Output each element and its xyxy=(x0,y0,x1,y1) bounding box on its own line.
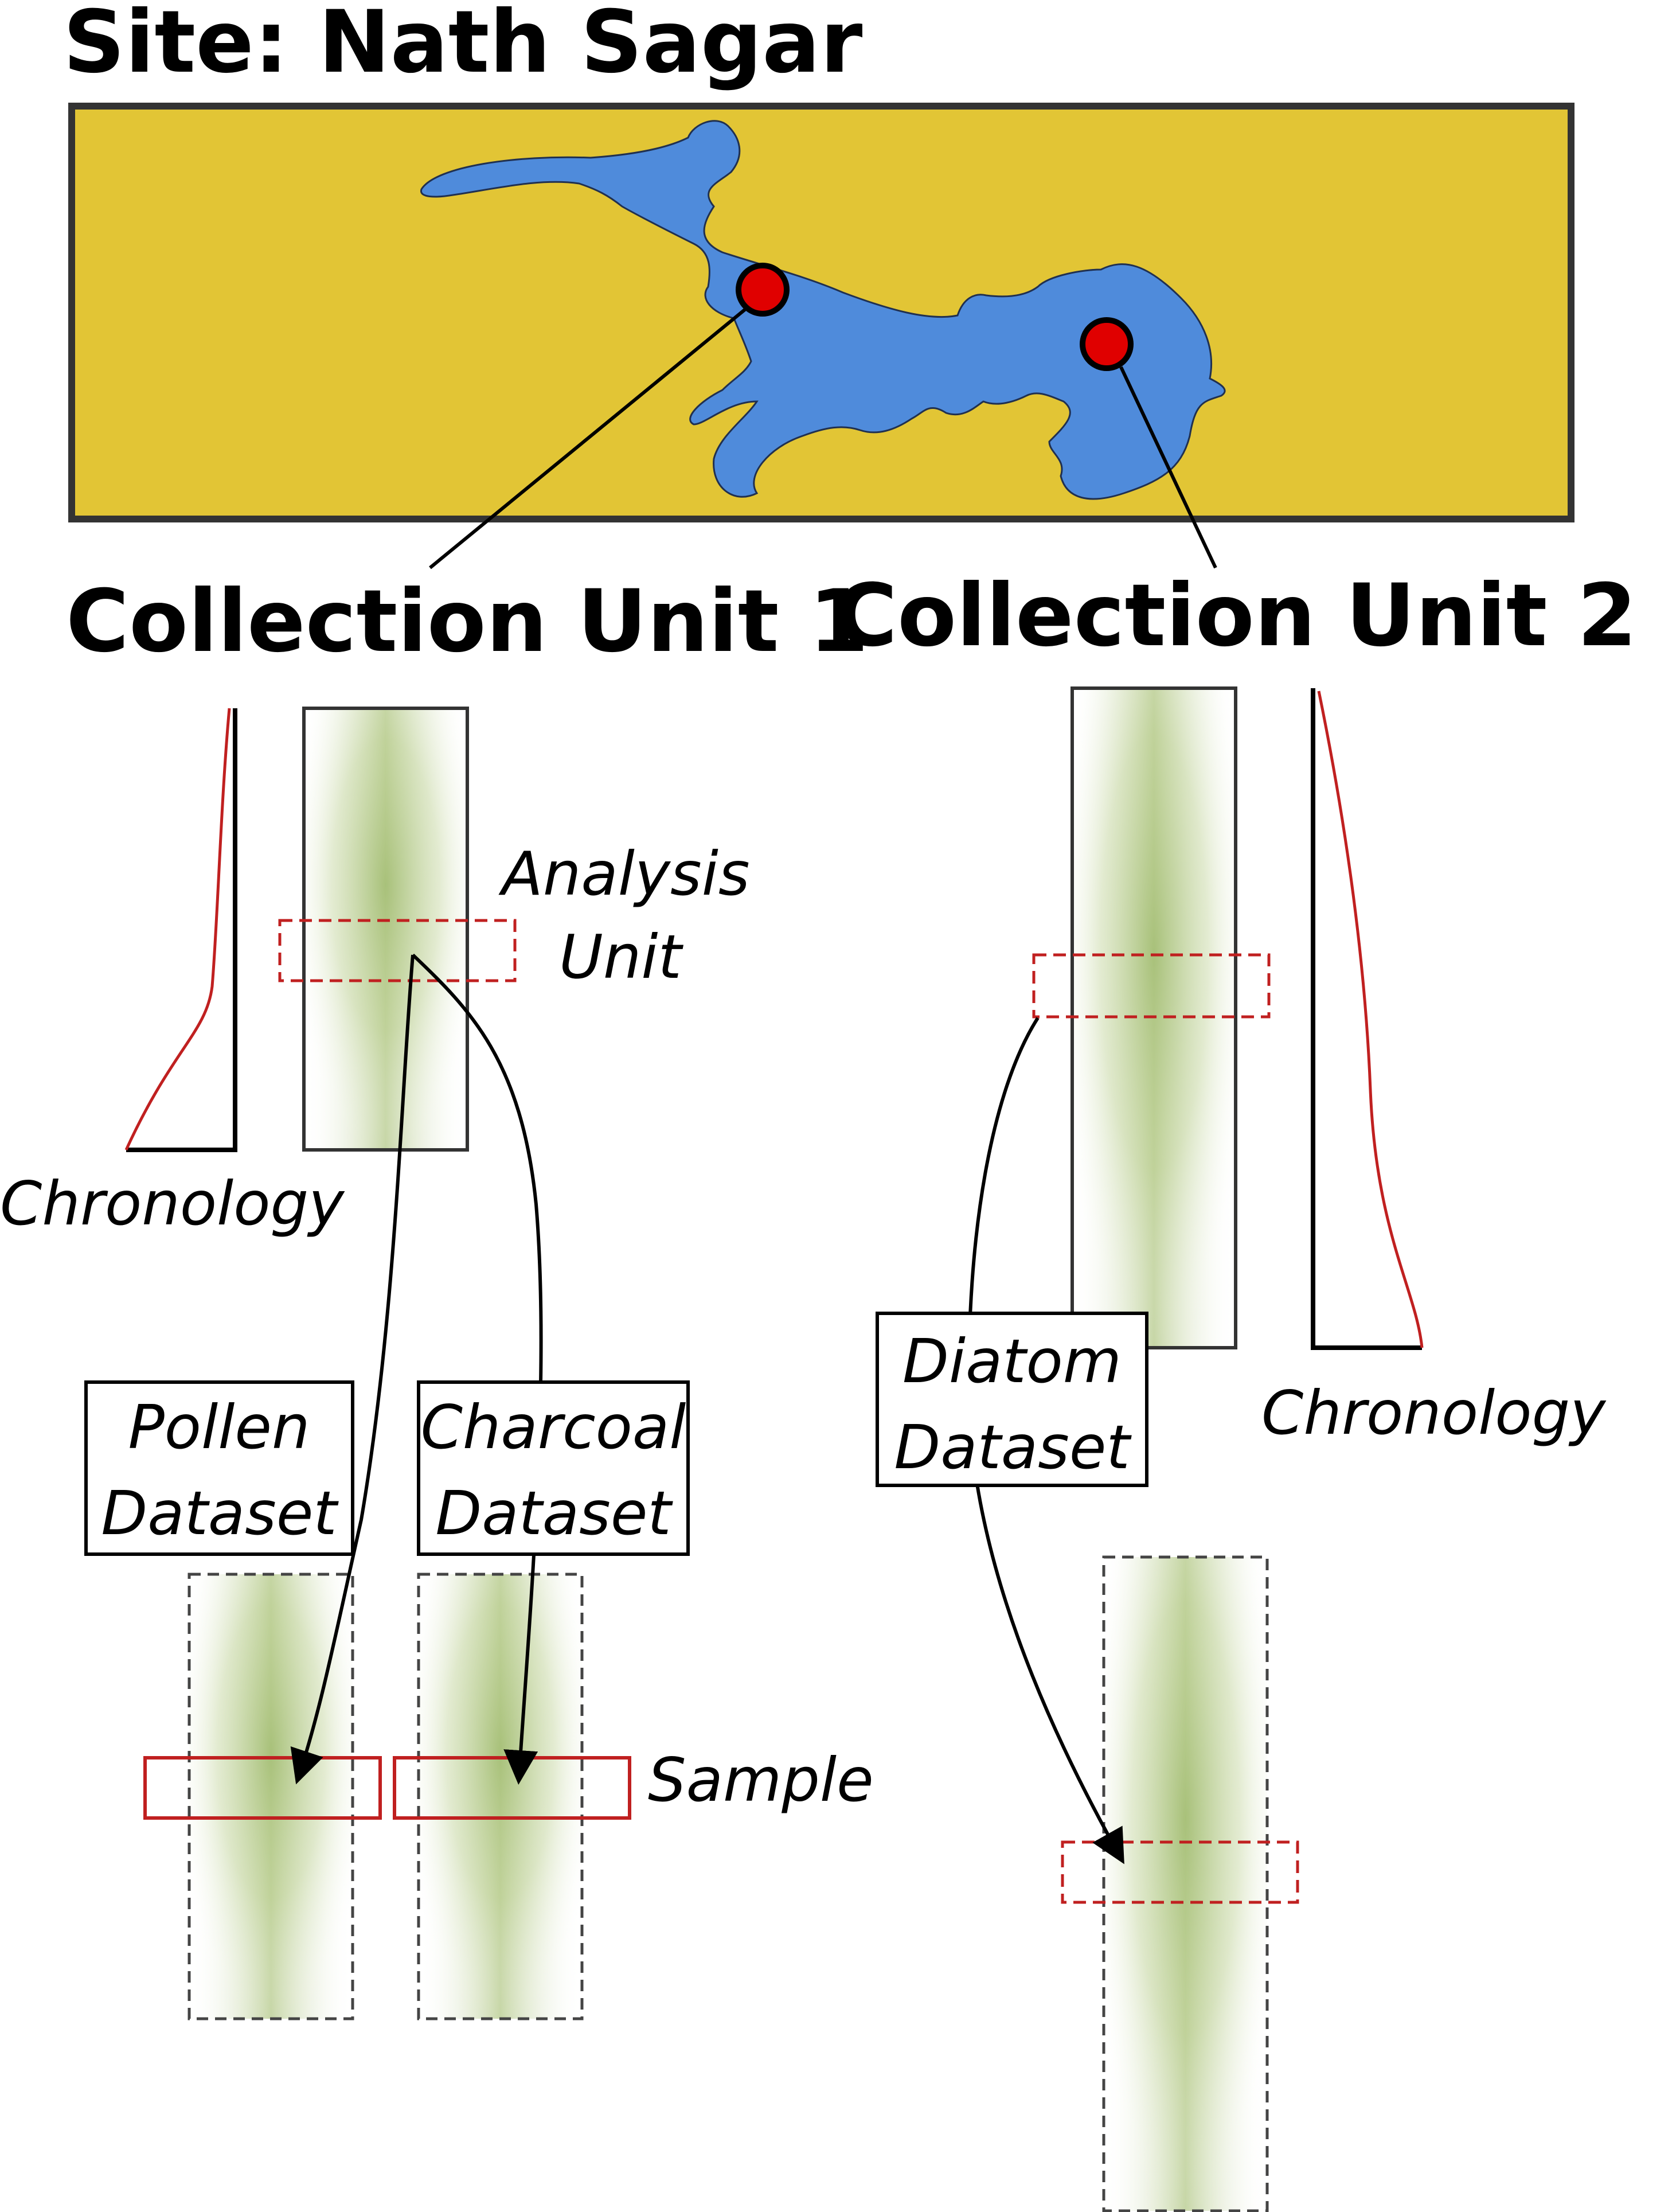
collection-unit-1-label: Collection Unit 1 xyxy=(66,572,869,672)
collection-unit-2-label: Collection Unit 2 xyxy=(834,566,1637,666)
charcoal-dataset-line1: Charcoal xyxy=(421,1392,686,1462)
diatom-dataset-line2: Dataset xyxy=(894,1413,1132,1483)
charcoal-core xyxy=(417,1573,584,2020)
core-1 xyxy=(302,707,469,1152)
site-map xyxy=(68,103,1574,522)
chronology-1-label: Chronology xyxy=(0,1169,345,1239)
chronology-curve-2 xyxy=(1317,690,1424,1348)
lake-shape xyxy=(420,120,1226,500)
site-title: Site: Nath Sagar xyxy=(63,0,862,92)
chronology-plot-1 xyxy=(124,708,237,1152)
arrow-to-charcoal-sample xyxy=(411,953,543,1785)
leader-line-2 xyxy=(1119,366,1217,569)
chronology-curve-1 xyxy=(124,708,231,1151)
charcoal-dataset-line2: Dataset xyxy=(435,1478,673,1548)
analysis-unit-label-line1: Analysis xyxy=(498,839,750,909)
sample-label: Sample xyxy=(648,1745,874,1815)
pollen-dataset-line2: Dataset xyxy=(101,1478,339,1548)
diatom-dataset-box: Diatom Dataset xyxy=(876,1312,1148,1487)
pollen-core xyxy=(187,1573,354,2020)
site-marker-2 xyxy=(1080,317,1134,371)
charcoal-dataset-box: Charcoal Dataset xyxy=(417,1380,690,1556)
sample-box-diatom xyxy=(1061,1840,1299,1904)
sample-box-pollen xyxy=(143,1756,382,1820)
diatom-dataset-line1: Diatom xyxy=(902,1327,1122,1396)
chronology-2-label: Chronology xyxy=(1261,1378,1607,1448)
site-marker-1 xyxy=(736,263,790,317)
arrow-to-pollen-sample xyxy=(290,954,415,1785)
leader-line-1 xyxy=(429,305,749,569)
diatom-core xyxy=(1102,1555,1269,2212)
analysis-unit-box-2 xyxy=(1032,953,1271,1019)
pollen-dataset-box: Pollen Dataset xyxy=(84,1380,354,1556)
analysis-unit-box-1 xyxy=(278,919,517,982)
chronology-plot-2 xyxy=(1311,688,1424,1350)
pollen-dataset-line1: Pollen xyxy=(128,1392,310,1462)
analysis-unit-label-line2: Unit xyxy=(559,922,684,992)
